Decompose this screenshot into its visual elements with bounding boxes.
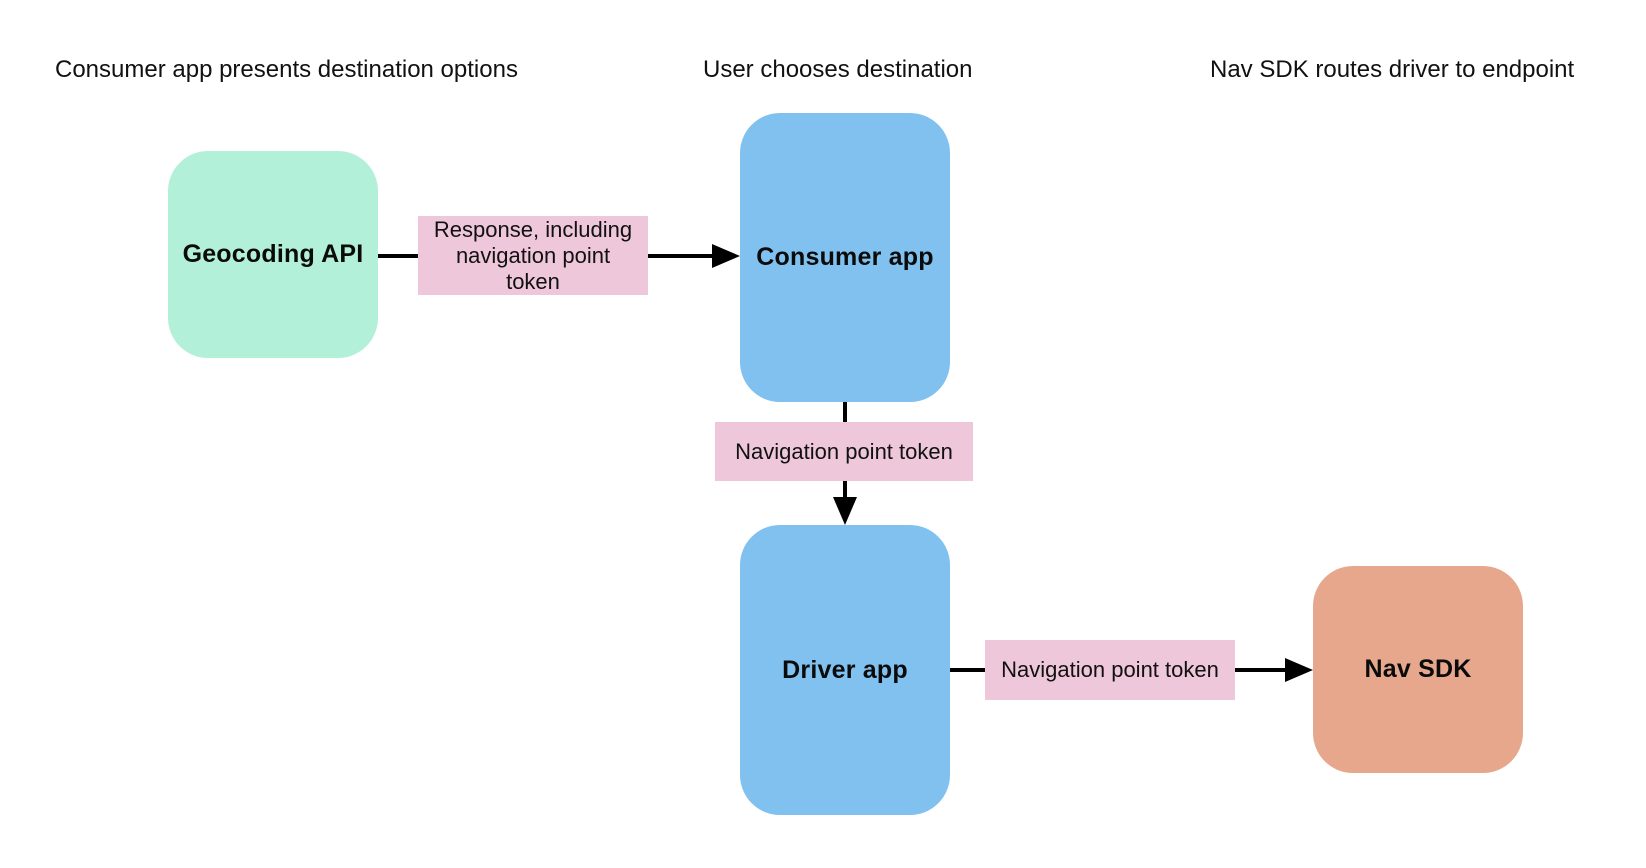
column-header-consumer-presents: Consumer app presents destination option… (55, 56, 518, 83)
edge-consumer-to-driver-label-text: Navigation point token (735, 438, 953, 464)
node-nav-sdk: Nav SDK (1313, 566, 1523, 773)
edge-geocoding-to-consumer-label: Response, including navigation point tok… (418, 216, 648, 295)
edge-geocoding-to-consumer-line-start (378, 254, 418, 258)
edge-driver-to-navsdk-line-end (1235, 668, 1288, 672)
arrowhead-right-icon (1285, 658, 1313, 682)
arrowhead-right-icon (712, 244, 740, 268)
node-consumer-app: Consumer app (740, 113, 950, 402)
node-driver-app-label: Driver app (782, 655, 908, 684)
edge-geocoding-to-consumer-label-text: Response, including navigation point tok… (433, 216, 633, 294)
node-consumer-app-label: Consumer app (756, 243, 934, 271)
node-nav-sdk-label: Nav SDK (1364, 655, 1472, 683)
node-geocoding-api-label: Geocoding API (182, 240, 364, 268)
node-geocoding-api: Geocoding API (168, 151, 378, 358)
node-driver-app: Driver app (740, 525, 950, 815)
edge-consumer-to-driver-label: Navigation point token (715, 422, 973, 481)
column-header-user-chooses: User chooses destination (703, 56, 973, 83)
column-header-navsdk-routes: Nav SDK routes driver to endpoint (1210, 56, 1575, 83)
edge-driver-to-navsdk-line-start (950, 668, 985, 672)
edge-geocoding-to-consumer-line-end (648, 254, 716, 258)
edge-driver-to-navsdk-label: Navigation point token (985, 640, 1235, 700)
edge-consumer-to-driver-line-start (843, 402, 847, 422)
edge-consumer-to-driver-line-end (843, 481, 847, 501)
edge-driver-to-navsdk-label-text: Navigation point token (1001, 657, 1219, 682)
arrowhead-down-icon (833, 497, 857, 525)
